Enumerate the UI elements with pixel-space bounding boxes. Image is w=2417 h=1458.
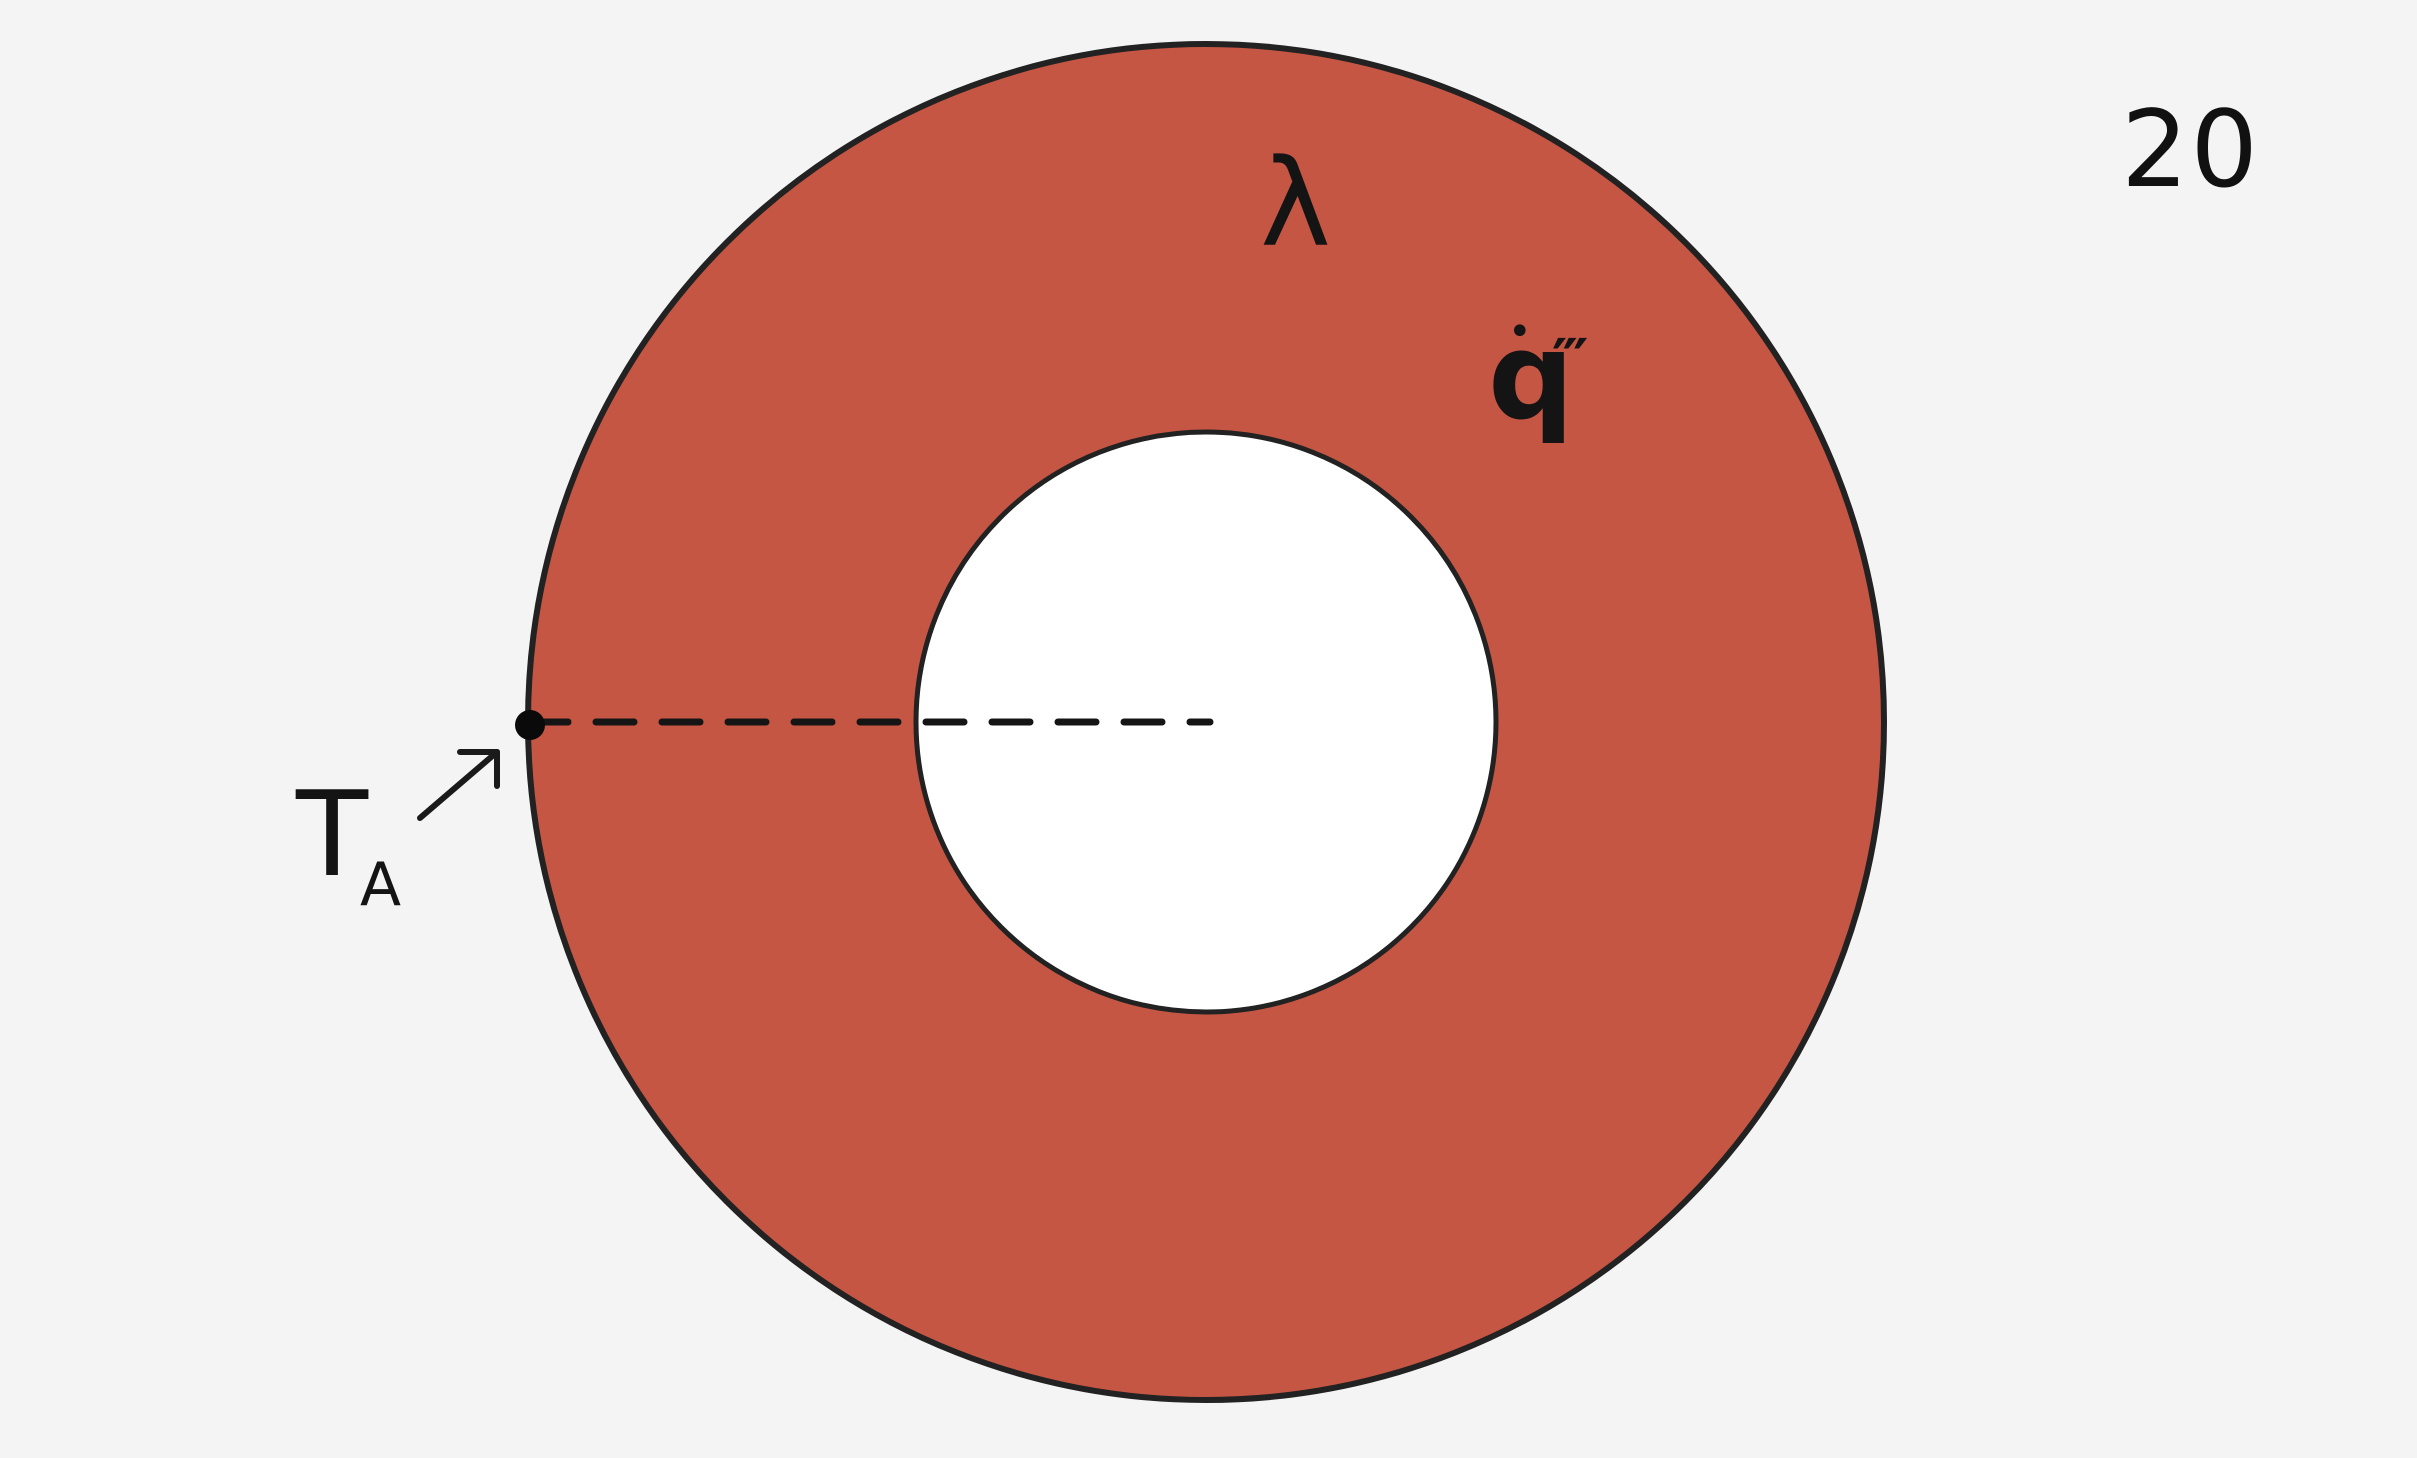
surface-arrow-shaft [417, 749, 500, 821]
heat-generation-label: q [1488, 308, 1574, 447]
heat-generation-dot: • [1508, 309, 1532, 355]
surface-point-marker [515, 710, 545, 740]
heat-generation-superscript: ‴ [1552, 326, 1589, 394]
page-number: 20 [2121, 88, 2260, 211]
surface-temperature-label: T [295, 765, 369, 903]
surface-arrow-head [457, 749, 500, 789]
thermal-conductivity-label: λ [1260, 135, 1331, 274]
surface-temperature-subscript: A [360, 850, 401, 920]
